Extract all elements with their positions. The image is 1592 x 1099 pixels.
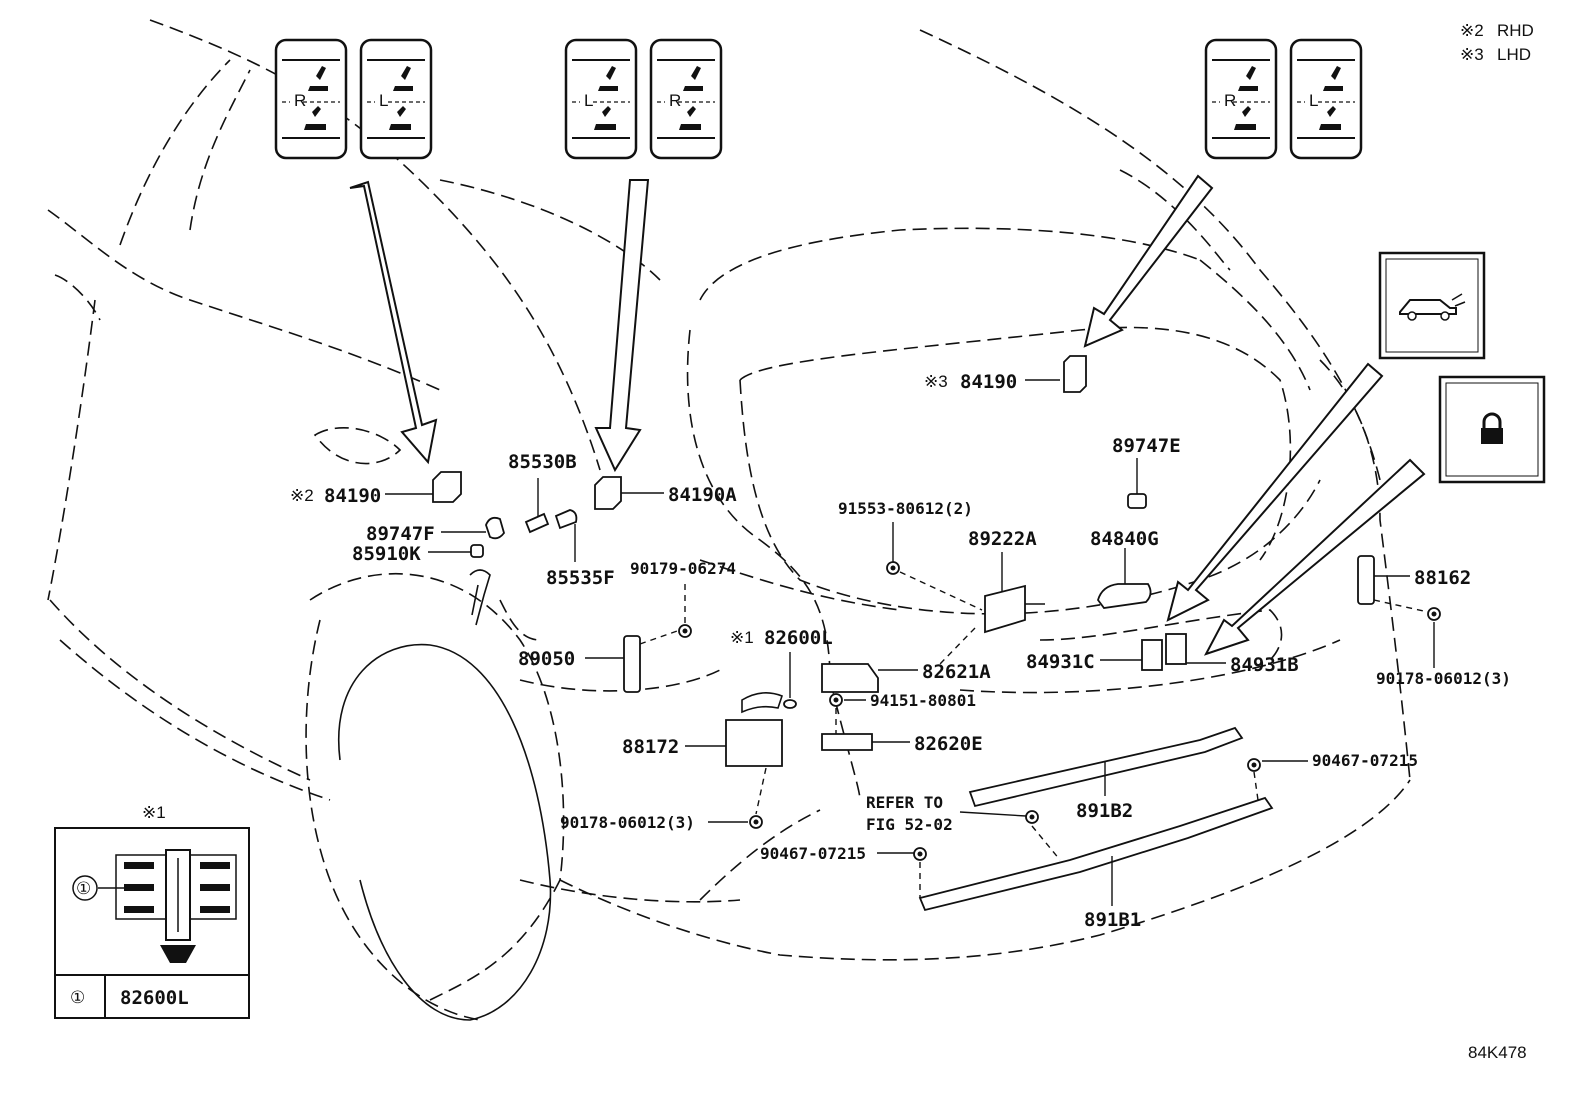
label-84190-lhd-mark: ※3 xyxy=(924,372,948,391)
label-89747f: 89747F xyxy=(366,523,435,545)
label-891b1: 891B1 xyxy=(1084,909,1141,931)
label-84190-rhd: 84190 xyxy=(324,485,381,507)
label-88162: 88162 xyxy=(1414,567,1471,589)
switch-side-label: L xyxy=(1309,91,1318,110)
label-85530b: 85530B xyxy=(508,451,577,473)
label-85910k: 85910K xyxy=(352,543,421,565)
inset-table-part: 82600L xyxy=(120,987,189,1009)
arrow-to-84190a xyxy=(594,179,650,473)
part-89747f-shape xyxy=(485,516,505,540)
arrow-to-84190-rhd xyxy=(349,180,438,465)
harness-shape xyxy=(469,569,491,626)
figure-code: 84K478 xyxy=(1468,1043,1527,1062)
arrow-to-84190-lhd xyxy=(1083,174,1214,348)
switch-side-label: L xyxy=(584,91,593,110)
label-90467-07215-right: 90467-07215 xyxy=(1312,751,1418,770)
label-84190a: 84190A xyxy=(668,484,737,506)
part-labels: ※2 84190 ※3 84190 89747F 85910K 85530B 8… xyxy=(290,371,1511,931)
parts xyxy=(432,471,1441,912)
legend-rhd-mark: ※2 xyxy=(1460,21,1484,40)
switch-panel-right-pair: R L xyxy=(1204,38,1363,160)
part-88162-shape xyxy=(1357,555,1375,605)
part-84190a-shape xyxy=(594,476,622,510)
leader-lines xyxy=(385,379,1435,906)
arrow-to-84931c xyxy=(1166,362,1384,622)
vehicle-liftgate-icon xyxy=(1378,251,1486,360)
label-90178-06012-right: 90178-06012(3) xyxy=(1376,669,1511,688)
legend-rhd-text: RHD xyxy=(1497,21,1534,40)
inset-mark: ※1 xyxy=(142,803,166,822)
part-85910k-shape xyxy=(470,544,484,558)
padlock-icon xyxy=(1438,375,1546,484)
label-84931c: 84931C xyxy=(1026,651,1095,673)
switch-side-label: R xyxy=(294,91,306,110)
label-88172: 88172 xyxy=(622,736,679,758)
label-89222a: 89222A xyxy=(968,528,1037,550)
part-84931c-shape xyxy=(1141,639,1163,671)
inset-table-key: ① xyxy=(70,988,85,1007)
label-89050: 89050 xyxy=(518,648,575,670)
legend-lhd-text: LHD xyxy=(1497,45,1531,64)
label-82620e: 82620E xyxy=(914,733,983,755)
part-85530b-shape xyxy=(524,512,550,534)
part-89222a-shape xyxy=(984,584,1026,634)
legend-lhd-mark: ※3 xyxy=(1460,45,1484,64)
part-84931b-shape xyxy=(1165,633,1187,665)
part-89747e-shape xyxy=(1127,493,1147,509)
part-82620e-shape xyxy=(821,733,873,751)
part-84190-lhd-shape xyxy=(1063,355,1087,393)
switch-side-label: R xyxy=(669,91,681,110)
vehicle-outline xyxy=(47,19,1411,1021)
label-82621a: 82621A xyxy=(922,661,991,683)
inset-callout: ① xyxy=(76,879,91,898)
label-90179-06274: 90179-06274 xyxy=(630,559,736,578)
switch-panel-center-pair: L R xyxy=(564,38,723,160)
label-91553-80612: 91553-80612(2) xyxy=(838,499,973,518)
label-89747e: 89747E xyxy=(1112,435,1181,457)
label-84190-lhd: 84190 xyxy=(960,371,1017,393)
label-90467-07215-left: 90467-07215 xyxy=(760,844,866,863)
part-89050-shape xyxy=(623,635,641,693)
part-84840g-shape xyxy=(1097,583,1152,609)
arrow-to-84931b xyxy=(1203,458,1426,656)
part-84190-rhd-shape xyxy=(432,471,462,503)
switch-side-label: L xyxy=(379,91,388,110)
part-85535f-shape xyxy=(554,509,578,530)
part-891b1-shape xyxy=(918,796,1274,912)
label-90178-06012-left: 90178-06012(3) xyxy=(560,813,695,832)
inset-clip-detail: ※1 ① ① 82600L xyxy=(54,803,250,1019)
label-refer-line2: FIG 52-02 xyxy=(866,815,953,834)
part-88172-shape xyxy=(725,719,783,767)
part-82621a-shape xyxy=(821,663,879,693)
part-82600l-shape xyxy=(783,699,797,709)
label-82600l-mark: ※1 xyxy=(730,628,754,647)
part-891b2-shape xyxy=(968,726,1244,808)
label-94151-80801: 94151-80801 xyxy=(870,691,976,710)
label-85535f: 85535F xyxy=(546,567,615,589)
label-84190-rhd-mark: ※2 xyxy=(290,486,314,505)
switch-panel-left-pair: R L xyxy=(274,38,433,160)
label-84931b: 84931B xyxy=(1230,654,1299,676)
label-84840g: 84840G xyxy=(1090,528,1159,550)
pointer-arrows xyxy=(349,174,1426,656)
label-891b2: 891B2 xyxy=(1076,800,1133,822)
label-82600l: 82600L xyxy=(764,627,833,649)
label-refer-line1: REFER TO xyxy=(866,793,943,812)
legend: ※2 RHD ※3 LHD xyxy=(1460,21,1534,64)
switch-side-label: R xyxy=(1224,91,1236,110)
